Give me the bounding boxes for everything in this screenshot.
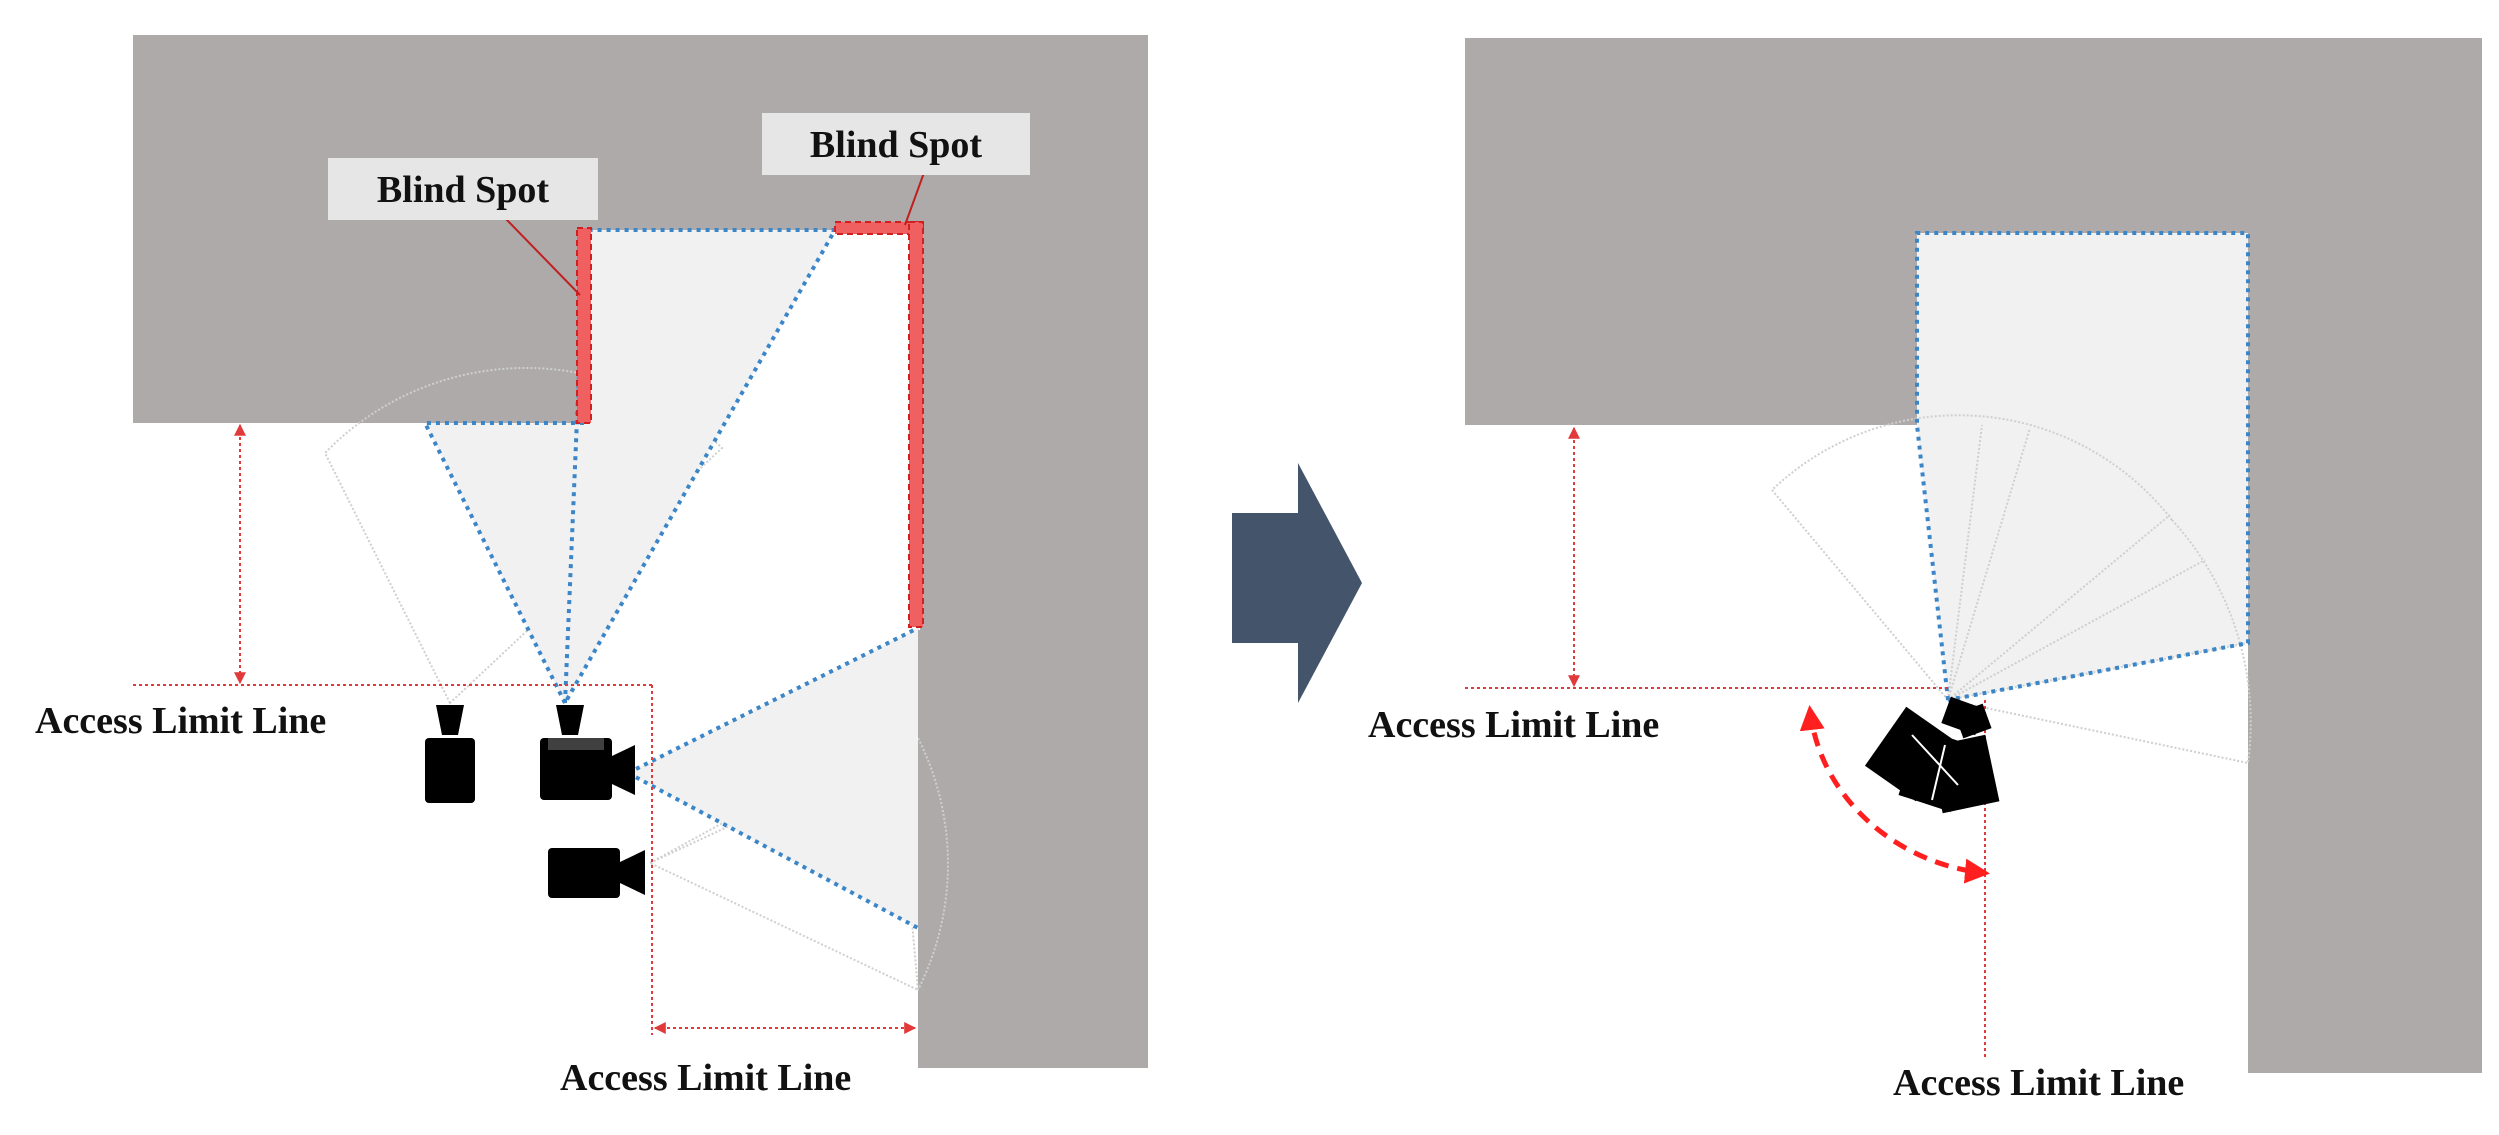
coverage-area-right <box>1917 233 2248 700</box>
access-limit-label-left-vertical: Access Limit Line <box>560 1057 851 1099</box>
left-wall <box>133 35 1148 1068</box>
blind-spot-label-text: Blind Spot <box>377 169 549 211</box>
coverage-areas <box>425 230 918 928</box>
access-limit-label-right-vertical: Access Limit Line <box>1893 1062 2184 1104</box>
rotation-arrow-icon <box>1799 705 1990 884</box>
blind-spots <box>576 221 924 628</box>
blind-spot-left <box>576 227 592 424</box>
blind-spot-label-2: Blind Spot <box>762 113 1030 175</box>
blind-spot-right <box>908 221 924 628</box>
camera-rotating-icon <box>540 705 635 800</box>
camera-side-icon <box>548 848 645 898</box>
rotation-sweep-outlines-right <box>1770 414 2252 765</box>
coverage-outlines <box>421 228 919 930</box>
blind-spot-leaders <box>504 169 926 296</box>
access-limit-lines-right <box>1465 426 1986 1058</box>
access-limit-lines-left <box>133 423 917 1035</box>
coverage-top <box>425 230 835 703</box>
blind-spot-label-1: Blind Spot <box>328 158 598 220</box>
right-panel: Access Limit Line Access Limit Line <box>1368 38 2482 1104</box>
coverage-outlines-right <box>1915 231 2250 702</box>
access-limit-label-right-horizontal: Access Limit Line <box>1368 704 1659 746</box>
camera-top-view-icon <box>425 705 475 803</box>
access-limit-label-left-horizontal: Access Limit Line <box>35 700 326 742</box>
left-panel: Blind Spot Blind Spot Access Limit Line … <box>35 35 1148 1099</box>
blind-spot-label-text: Blind Spot <box>810 124 982 166</box>
right-wall <box>1465 38 2482 1073</box>
right-arrow-icon <box>1232 463 1362 703</box>
coverage-right <box>628 628 918 928</box>
multi-sensor-camera-icon <box>1864 696 2000 814</box>
